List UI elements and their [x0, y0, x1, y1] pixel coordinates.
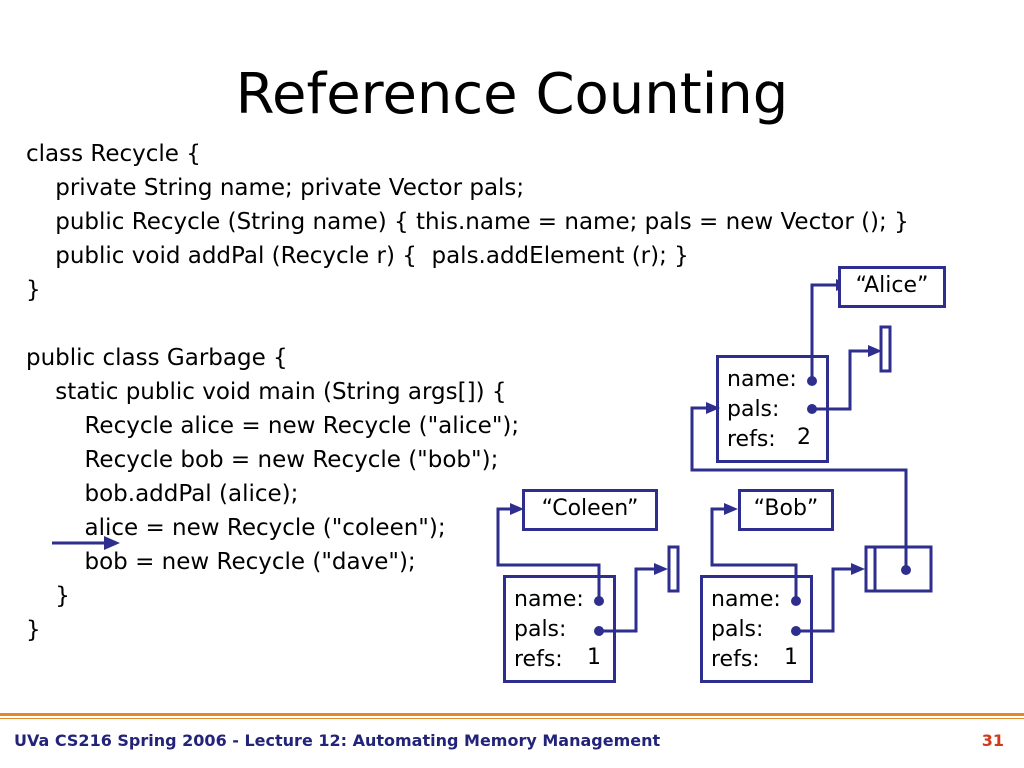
coleen-string-box: “Coleen”: [522, 489, 658, 531]
pointer-dot: [594, 626, 604, 636]
footer-divider: [0, 713, 1024, 716]
alice-pals-vector: [879, 325, 892, 373]
alice-refs-field: refs:: [727, 427, 776, 452]
arrowhead: [724, 503, 738, 515]
code-line: }: [26, 617, 41, 643]
bob-name-field: name:: [711, 587, 781, 612]
arrowhead: [851, 563, 865, 575]
pointer-dot: [807, 376, 817, 386]
pointer-dot: [807, 404, 817, 414]
code-line: static public void main (String args[]) …: [26, 379, 507, 405]
pointer-dot: [594, 596, 604, 606]
arrowhead: [510, 503, 524, 515]
arrowhead: [654, 563, 668, 575]
coleen-pals-pointer: [599, 567, 656, 633]
code-line: class Recycle {: [26, 141, 201, 167]
bob-object: [700, 575, 813, 683]
coleen-pals-field: pals:: [514, 617, 567, 642]
bob-pals-field: pals:: [711, 617, 764, 642]
coleen-pals-vector: [667, 545, 680, 593]
code-line: }: [26, 277, 41, 303]
code-line: public class Garbage {: [26, 345, 288, 371]
code-line: bob.addPal (alice);: [26, 481, 299, 507]
bob-pals-vector-slot: [873, 545, 933, 593]
bob-string-box: “Bob”: [738, 489, 834, 531]
arrowhead: [706, 402, 720, 414]
alice-name-field: name:: [727, 367, 797, 392]
coleen-refs-field: refs:: [514, 647, 563, 672]
code-line: bob = new Recycle ("dave");: [26, 549, 416, 575]
alice-string-box: “Alice”: [838, 266, 946, 308]
pointer-dot: [791, 596, 801, 606]
code-line: Recycle bob = new Recycle ("bob");: [26, 447, 499, 473]
coleen-object: [503, 575, 616, 683]
alice-pals-field: pals:: [727, 397, 780, 422]
alice-name-pointer: [810, 283, 838, 381]
code-line: public void addPal (Recycle r) { pals.ad…: [26, 243, 689, 269]
footer-text: UVa CS216 Spring 2006 - Lecture 12: Auto…: [14, 731, 661, 750]
bob-refs-value: 1: [784, 645, 798, 670]
alice-object: [716, 355, 829, 463]
footer-divider-thin: [0, 718, 1024, 719]
code-line: alice = new Recycle ("coleen");: [26, 515, 446, 541]
bob-refs-field: refs:: [711, 647, 760, 672]
coleen-name-field: name:: [514, 587, 584, 612]
alice-pals-pointer: [812, 349, 870, 411]
arrowhead: [868, 345, 882, 357]
pointer-dot: [901, 565, 911, 575]
code-line: public Recycle (String name) { this.name…: [26, 209, 909, 235]
vector-element-pointer: [690, 406, 908, 570]
slide-title: Reference Counting: [235, 62, 789, 127]
coleen-refs-value: 1: [587, 645, 601, 670]
alice-refs-value: 2: [797, 425, 811, 450]
page-number: 31: [981, 731, 1004, 750]
code-line: private String name; private Vector pals…: [26, 175, 525, 201]
current-line-arrowhead: [104, 536, 120, 550]
bob-pals-pointer: [796, 567, 852, 633]
code-line: Recycle alice = new Recycle ("alice");: [26, 413, 520, 439]
code-line: }: [26, 583, 70, 609]
pointer-dot: [791, 626, 801, 636]
